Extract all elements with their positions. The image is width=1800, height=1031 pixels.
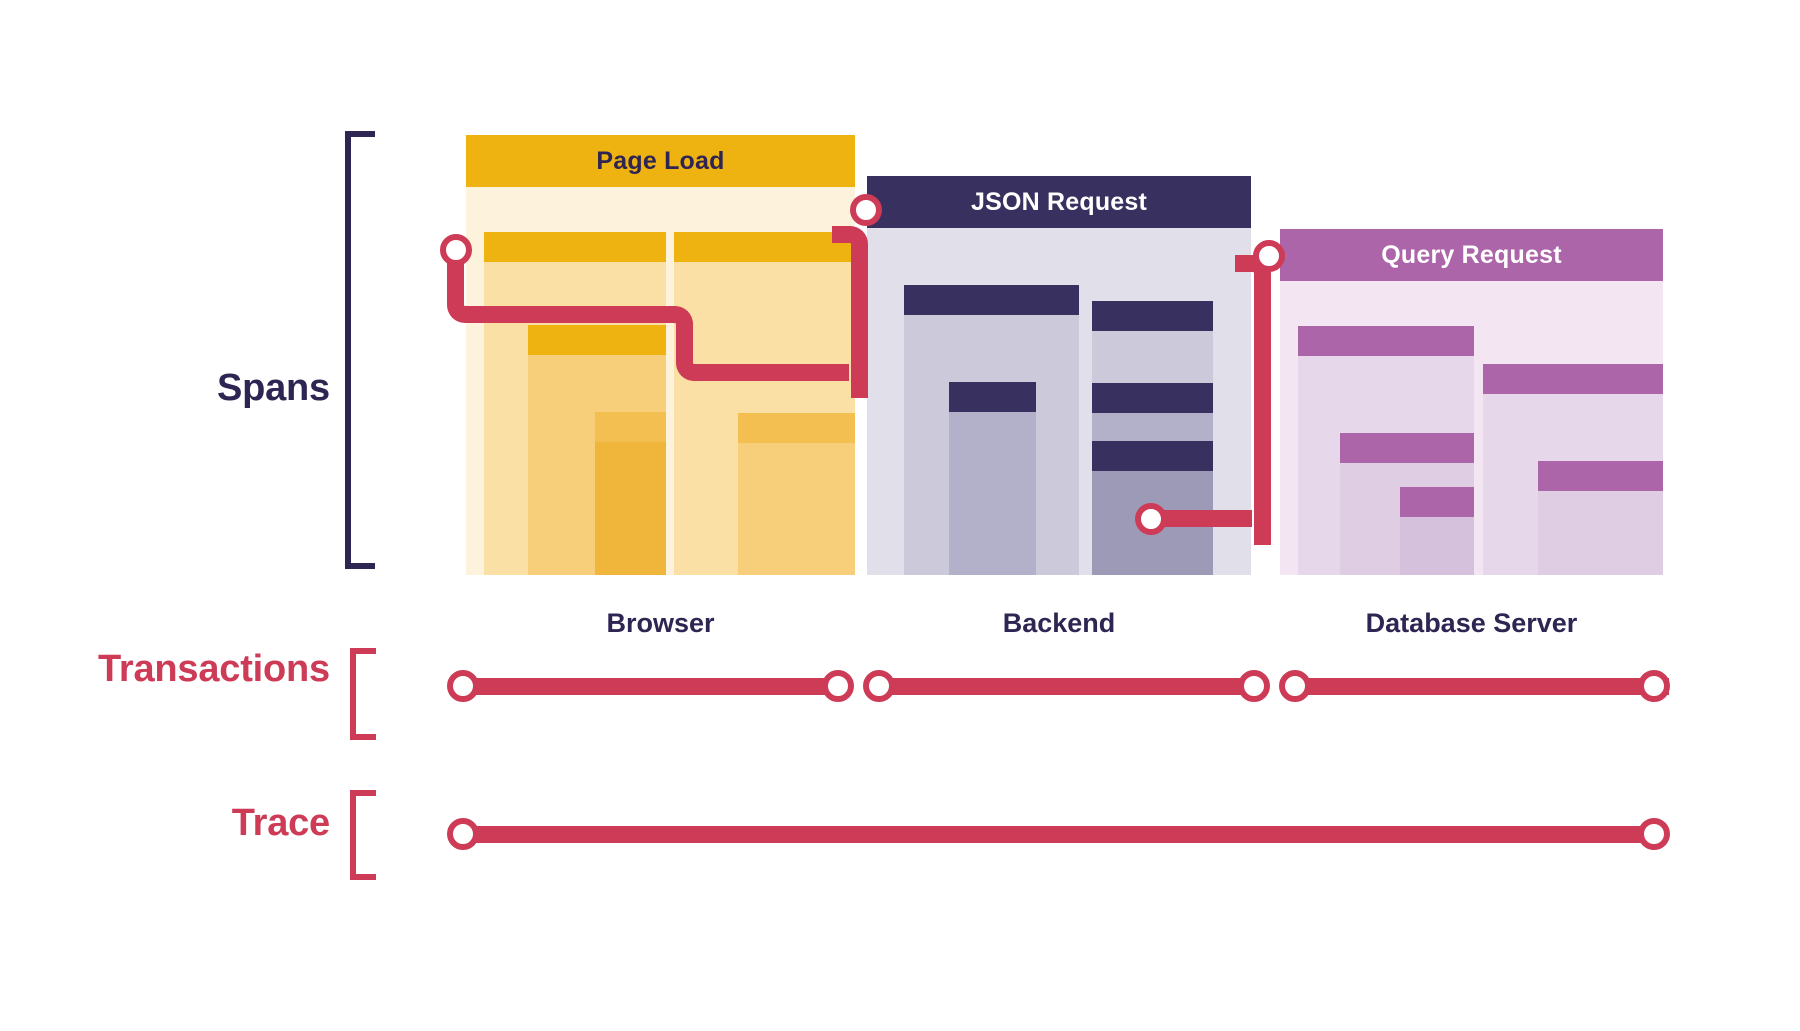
service-name-backend: Backend [1002, 608, 1116, 638]
backend-span-grandchild-a1[interactable] [949, 382, 1036, 575]
database-span-leaf-a1a[interactable] [1400, 487, 1474, 575]
database-span-leaf-a1a-cap [1400, 487, 1474, 517]
backend-span-child-b-cap [1092, 301, 1213, 331]
database-span-header[interactable]: Query Request [1280, 229, 1663, 281]
trace-dot-start[interactable] [447, 818, 479, 850]
browser-span-header-label: Page Load [596, 146, 725, 175]
database-span-header-label: Query Request [1381, 240, 1562, 269]
browser-span-grandchild-a1-cap [528, 325, 666, 355]
backend-span-grandchild-b1-cap [1092, 383, 1213, 413]
connector-backend-horiz [1142, 510, 1252, 527]
transaction-segment-browser[interactable] [462, 678, 837, 695]
connector-browser-horiz-1 [464, 306, 674, 323]
connector-backend-corner [1235, 255, 1271, 545]
connector-browser-horiz-2 [693, 364, 849, 381]
bracket-spans [345, 131, 375, 569]
database-span-child-b-cap [1483, 364, 1663, 394]
database-span-grandchild-b1[interactable] [1538, 461, 1663, 575]
connector-browser-corner-4 [832, 226, 868, 398]
span-node-dot-database-entry[interactable] [1253, 240, 1285, 272]
span-node-dot-browser-root[interactable] [440, 234, 472, 266]
row-label-transactions: Transactions [97, 648, 330, 690]
backend-span-grandchild-a1-cap [949, 382, 1036, 412]
transaction-dot-database-end[interactable] [1638, 670, 1670, 702]
trace-dot-end[interactable] [1638, 818, 1670, 850]
backend-span-header[interactable]: JSON Request [867, 176, 1251, 228]
row-label-trace: Trace [231, 802, 331, 844]
database-span-leaf-a1a-body [1400, 517, 1474, 575]
backend-span-child-a-cap [904, 285, 1079, 315]
transaction-dot-browser-start[interactable] [447, 670, 479, 702]
transaction-dot-backend-start[interactable] [863, 670, 895, 702]
transaction-segment-backend[interactable] [878, 678, 1253, 695]
browser-span-header[interactable]: Page Load [466, 135, 855, 187]
browser-span-child-a-cap [484, 232, 666, 262]
backend-span-grandchild-a1-body [949, 412, 1036, 575]
browser-span-leaf-a1a-cap [595, 412, 666, 442]
browser-span-grandchild-b1-body [738, 443, 855, 575]
backend-span-header-label: JSON Request [970, 187, 1148, 216]
database-span-child-a-cap [1298, 326, 1474, 356]
transaction-dot-browser-end[interactable] [822, 670, 854, 702]
database-span-grandchild-b1-cap [1538, 461, 1663, 491]
span-node-dot-browser-exit[interactable] [850, 194, 882, 226]
browser-span-leaf-a1a-body [595, 442, 666, 575]
trace-segment[interactable] [462, 826, 1647, 843]
browser-span-grandchild-b1[interactable] [738, 413, 855, 575]
transaction-dot-backend-end[interactable] [1238, 670, 1270, 702]
browser-span-leaf-a1a[interactable] [595, 412, 666, 575]
browser-span-grandchild-b1-cap [738, 413, 855, 443]
row-label-spans: Spans [216, 367, 330, 409]
service-name-browser: Browser [606, 608, 715, 638]
service-name-database: Database Server [1365, 608, 1578, 638]
browser-span-child-b-cap [674, 232, 855, 262]
transaction-segment-database[interactable] [1294, 678, 1669, 695]
database-span-grandchild-a1-cap [1340, 433, 1474, 463]
backend-span-leaf-b1a-cap [1092, 441, 1213, 471]
transaction-dot-database-start[interactable] [1279, 670, 1311, 702]
bracket-trace [350, 790, 376, 880]
database-span-grandchild-b1-body [1538, 491, 1663, 575]
span-node-dot-backend-exit[interactable] [1135, 503, 1167, 535]
service-column-database: Query Request [1280, 229, 1663, 575]
service-column-browser: Page Load [466, 135, 855, 575]
bracket-transactions [350, 648, 376, 740]
